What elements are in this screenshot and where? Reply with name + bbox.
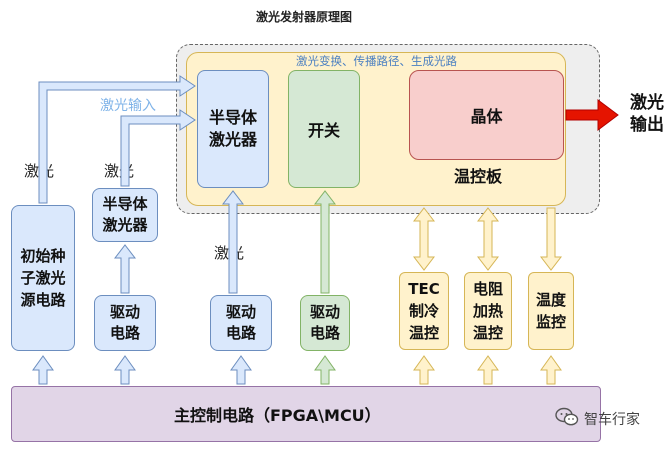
semiconductor-laser-main: 半导体 激光器	[197, 70, 269, 188]
laser-input-label: 激光输入	[100, 98, 156, 114]
temp-board-label: 温控板	[454, 167, 503, 186]
output-line2: 输出	[630, 115, 664, 135]
optical-path-caption: 激光变换、传播路径、生成光路	[296, 54, 457, 68]
drive-circuit-1: 驱动 电路	[94, 295, 156, 351]
upward-green-arrows	[313, 190, 337, 385]
temperature-monitor-box: 温度 监控	[528, 272, 574, 350]
drive2-line1: 驱动	[225, 303, 256, 321]
watermark: 智车行家	[555, 407, 640, 431]
resist-line2: 加热	[472, 302, 503, 320]
upward-hollow-arrows	[32, 190, 252, 385]
arrow-main-to-monitor	[540, 355, 562, 385]
seed-line1: 初始种	[20, 247, 66, 265]
output-arrow	[565, 99, 619, 131]
resist-line3: 温控	[472, 324, 503, 342]
arrow-tec-board	[412, 207, 436, 271]
resistance-heating-box: 电阻 加热 温控	[464, 272, 512, 350]
arrow-main-to-resist	[477, 355, 499, 385]
seed-source-circuit: 初始种 子激光 源电路	[11, 205, 75, 351]
resist-line1: 电阻	[472, 280, 503, 298]
drive1-line2: 电路	[109, 324, 140, 342]
diagram-title: 激光发射器原理图	[256, 10, 353, 24]
arrow-drive1-to-semi	[113, 244, 137, 294]
arrow-main-to-seed	[32, 355, 54, 385]
semiconductor-laser-small: 半导体 激光器	[92, 188, 158, 242]
main-control-circuit: 主控制电路（FPGA\MCU）	[11, 386, 601, 442]
tec-line2: 制冷	[408, 302, 439, 320]
semi-small-line1: 半导体	[102, 195, 148, 213]
arrow-main-to-drive2	[230, 355, 252, 385]
drive-circuit-3: 驱动 电路	[300, 295, 350, 351]
arrow-main-to-drive1	[114, 355, 136, 385]
semi-small-line2: 激光器	[102, 216, 148, 234]
crystal-label: 晶体	[470, 107, 503, 126]
watermark-text: 智车行家	[584, 412, 640, 428]
drive2-line2: 电路	[225, 324, 256, 342]
output-label: 激光 输出	[630, 92, 664, 136]
tec-line3: 温控	[408, 324, 439, 342]
drive1-line1: 驱动	[109, 303, 140, 321]
drive3-line2: 电路	[309, 324, 340, 342]
monitor-line2: 监控	[535, 313, 566, 331]
monitor-line1: 温度	[535, 291, 566, 309]
yellow-arrows	[412, 207, 563, 385]
tec-line1: TEC	[408, 280, 440, 298]
seed-line2: 子激光	[20, 269, 66, 287]
laser-input-paths	[38, 75, 196, 204]
drive3-line1: 驱动	[309, 303, 340, 321]
main-control-label: 主控制电路（FPGA\MCU）	[174, 406, 381, 425]
semi-main-line1: 半导体	[208, 108, 257, 127]
switch-label: 开关	[307, 121, 340, 140]
output-line1: 激光	[630, 93, 664, 113]
semi-main-line2: 激光器	[208, 130, 257, 149]
drive-circuit-2: 驱动 电路	[210, 295, 272, 351]
switch-box: 开关	[288, 70, 360, 188]
crystal-box: 晶体	[409, 70, 564, 160]
arrow-board-to-monitor	[539, 207, 563, 271]
arrow-resist-board	[476, 207, 500, 271]
arrow-drive3-to-switch	[313, 190, 337, 294]
arrow-main-to-tec	[413, 355, 435, 385]
path-seed-to-laser	[38, 75, 196, 204]
arrow-main-to-drive3	[314, 355, 336, 385]
wechat-icon	[555, 407, 579, 431]
path-semi-small-to-laser	[120, 109, 196, 187]
tec-cooling-box: TEC 制冷 温控	[399, 272, 449, 350]
seed-line3: 源电路	[20, 291, 66, 309]
arrow-drive2-to-semi-main	[221, 190, 245, 294]
